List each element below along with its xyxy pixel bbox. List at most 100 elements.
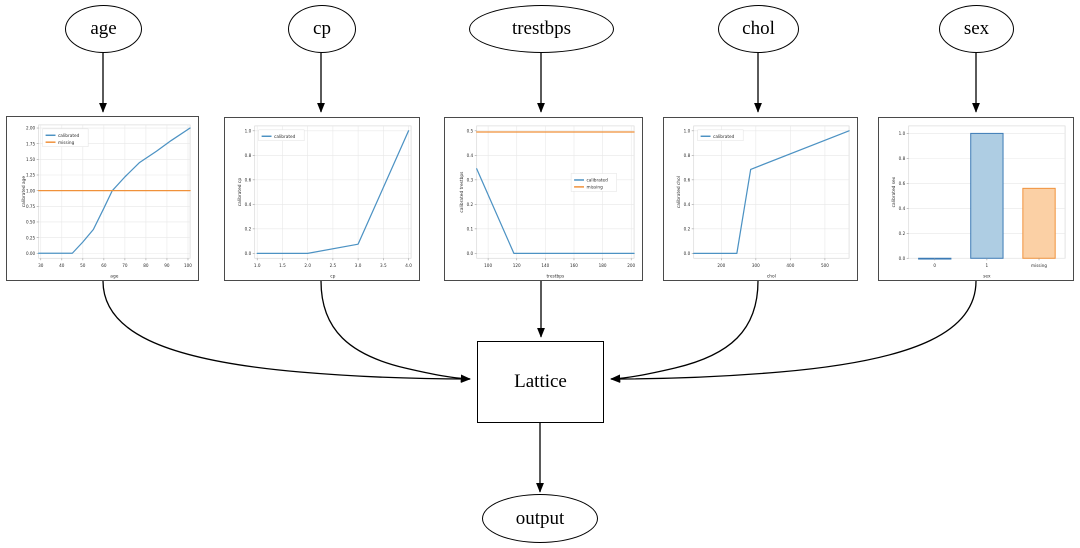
legend-label-calibrated: calibrated (713, 134, 735, 140)
ytick-label: 1.0 (899, 131, 906, 136)
node-trestbps-label: trestbps (511, 18, 572, 39)
ytick-label: 1.50 (26, 157, 36, 162)
x-axis-label: cp (330, 275, 335, 280)
node-output-label: output (515, 507, 565, 529)
xtick-label: 200 (717, 263, 725, 268)
bar-1 (970, 132, 1004, 259)
ytick-label: 0.2 (684, 227, 691, 232)
y-axis-label: calibrated cp (237, 178, 243, 207)
xtick-label: 50 (80, 263, 86, 268)
xtick-label: 1 (986, 263, 989, 268)
ytick-label: 0.25 (26, 235, 36, 240)
edge-sex-plot-to-lattice (610, 280, 977, 383)
legend-label-calibrated: calibrated (586, 178, 608, 184)
node-sex[interactable]: sex (939, 5, 1014, 53)
ytick-label: 0.2 (467, 202, 474, 207)
ytick-label: 0.1 (467, 227, 474, 232)
xtick-label: 3.0 (355, 263, 362, 268)
x-axis-label: sex (983, 275, 991, 280)
node-cp[interactable]: cp (288, 5, 356, 53)
y-axis-label: calibrated sex (891, 176, 897, 207)
y-axis-label: calibrated chol (676, 176, 682, 208)
xtick-label: 70 (122, 263, 128, 268)
ytick-label: 0.6 (684, 178, 691, 183)
edge-chol-plot-to-lattice (610, 280, 759, 383)
node-cp-label: cp (313, 18, 331, 39)
xtick-label: 100 (184, 263, 192, 268)
ytick-label: 0.50 (26, 220, 36, 225)
ytick-label: 0.4 (684, 202, 691, 207)
xtick-label: 100 (484, 263, 492, 268)
ytick-label: 1.0 (684, 128, 691, 133)
ytick-label: 0.4 (245, 202, 252, 207)
xtick-label: 90 (164, 263, 170, 268)
x-axis-label: age (110, 275, 118, 280)
plot-area (693, 125, 850, 259)
xtick-label: 140 (541, 263, 549, 268)
xtick-label: 0 (933, 263, 936, 268)
ytick-label: 0.4 (467, 153, 474, 158)
xtick-label: 500 (821, 263, 829, 268)
ytick-label: 2.00 (26, 126, 36, 131)
ytick-label: 0.4 (899, 206, 906, 211)
legend-label-missing: missing (586, 184, 603, 190)
ytick-label: 0.2 (899, 231, 906, 236)
ytick-label: 0.3 (467, 178, 474, 183)
node-chol[interactable]: chol (718, 5, 799, 53)
xtick-label: 40 (59, 263, 65, 268)
xtick-label: 2.5 (330, 263, 337, 268)
xtick-label: 1.5 (279, 263, 286, 268)
edge-cp-plot-to-lattice (320, 280, 471, 383)
xtick-label: 120 (513, 263, 521, 268)
node-chol-label: chol (742, 18, 775, 39)
y-axis-label: calibrated trestbps (459, 171, 465, 213)
xtick-label: 30 (38, 263, 44, 268)
ytick-label: 0.0 (245, 251, 252, 256)
xtick-label: 300 (752, 263, 760, 268)
plot-area (38, 124, 191, 259)
ytick-label: 1.75 (26, 141, 36, 146)
y-axis-label: calibrated age (21, 176, 27, 208)
ytick-label: 1.0 (245, 128, 252, 133)
legend-label-calibrated: calibrated (274, 134, 296, 140)
ytick-label: 0.75 (26, 204, 36, 209)
legend-label-missing: missing (58, 140, 75, 146)
xtick-label: 400 (786, 263, 794, 268)
node-trestbps[interactable]: trestbps (469, 5, 614, 53)
ytick-label: 0.5 (467, 128, 474, 133)
xtick-label: 160 (570, 263, 578, 268)
ytick-label: 0.2 (245, 227, 252, 232)
legend-box (697, 129, 744, 141)
ytick-label: 0.6 (245, 178, 252, 183)
bar-missing (1022, 187, 1056, 259)
edge-age-plot-to-lattice (102, 280, 471, 383)
node-sex-label: sex (963, 18, 990, 39)
ytick-label: 0.8 (245, 153, 252, 158)
ytick-label: 0.6 (899, 181, 906, 186)
xtick-label: missing (1031, 263, 1047, 268)
node-age[interactable]: age (65, 5, 142, 53)
x-axis-label: chol (767, 274, 776, 280)
xtick-label: 2.0 (304, 263, 311, 268)
xtick-label: 4.0 (405, 263, 412, 268)
series-calibrated (476, 168, 635, 254)
legend-label-calibrated: calibrated (58, 133, 80, 139)
x-axis-label: trestbps (546, 274, 565, 280)
ytick-label: 0.00 (26, 251, 36, 256)
ytick-label: 0.8 (684, 153, 691, 158)
xtick-label: 60 (101, 263, 107, 268)
node-lattice-label: Lattice (514, 371, 567, 392)
ytick-label: 1.25 (26, 173, 36, 178)
series-calibrated (693, 130, 850, 254)
node-lattice[interactable]: Lattice (477, 341, 604, 423)
node-age-label: age (90, 18, 117, 39)
xtick-label: 200 (627, 263, 635, 268)
plot-area (476, 125, 635, 259)
node-output[interactable]: output (482, 494, 598, 543)
